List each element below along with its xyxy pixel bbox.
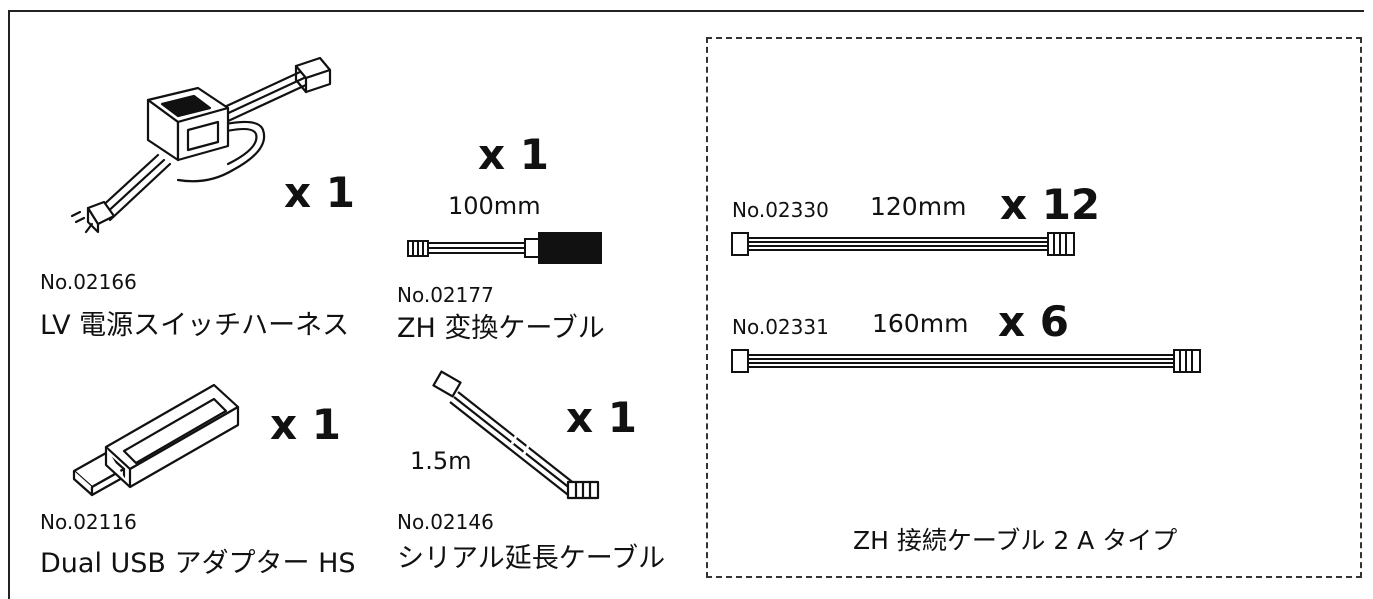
- part-number: No.02146: [397, 510, 494, 534]
- usb-adapter-icon: [72, 383, 240, 497]
- group-title: ZH 接続ケーブル 2 A タイプ: [853, 526, 1178, 555]
- quantity-label: x 1: [566, 393, 637, 442]
- part-name: Dual USB アダプター HS: [40, 548, 356, 579]
- part-number: No.02177: [397, 283, 494, 307]
- quantity-label: x 12: [1000, 180, 1101, 229]
- zh-cable-120mm-icon: [731, 232, 1075, 256]
- quantity-label: x 6: [998, 297, 1069, 346]
- part-number: No.02116: [40, 510, 137, 534]
- serial-extension-cable-icon: [432, 370, 600, 500]
- part-number: No.02331: [732, 315, 829, 339]
- switch-harness-icon: [70, 56, 332, 234]
- cable-length-label: 120mm: [870, 192, 967, 221]
- cable-length-label: 100mm: [448, 192, 541, 220]
- quantity-label: x 1: [270, 400, 341, 449]
- part-name: シリアル延長ケーブル: [397, 543, 666, 574]
- quantity-label: x 1: [284, 168, 355, 217]
- part-name: LV 電源スイッチハーネス: [40, 310, 350, 341]
- page-frame: [8, 10, 1364, 599]
- zh-cable-group-box: [706, 37, 1362, 578]
- zh-conversion-cable-icon: [407, 232, 602, 264]
- part-number: No.02330: [732, 198, 829, 222]
- cable-length-label: 1.5m: [410, 447, 472, 475]
- part-number: No.02166: [40, 270, 137, 294]
- quantity-label: x 1: [478, 130, 549, 179]
- cable-length-label: 160mm: [872, 309, 969, 338]
- zh-cable-160mm-icon: [731, 349, 1201, 373]
- part-name: ZH 変換ケーブル: [397, 313, 605, 344]
